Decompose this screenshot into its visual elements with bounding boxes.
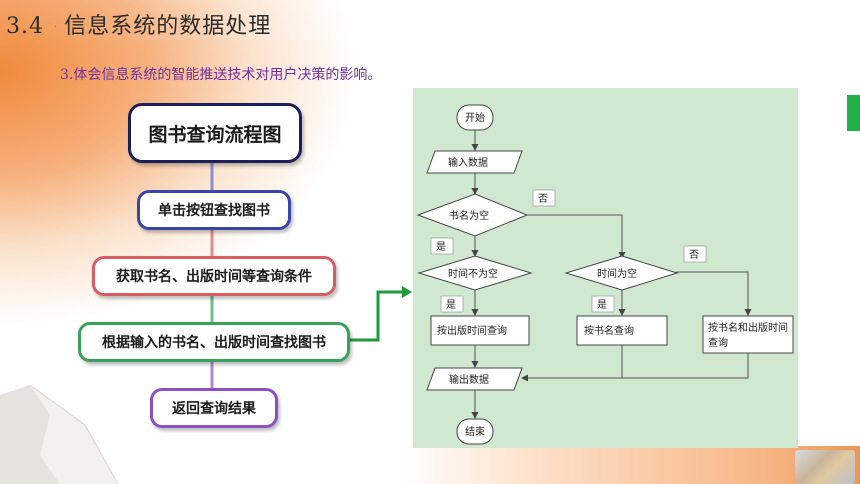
step-box-3: 根据输入的书名、出版时间查找图书 bbox=[78, 322, 350, 362]
yes-label-box-1 bbox=[430, 237, 454, 255]
no-label-1: 否 bbox=[538, 193, 548, 205]
end-label: 结束 bbox=[465, 425, 485, 438]
yes-label-3: 是 bbox=[597, 299, 607, 311]
step-box-2: 获取书名、出版时间等查询条件 bbox=[92, 256, 336, 296]
flower-image bbox=[795, 450, 855, 484]
top-band bbox=[0, 0, 860, 40]
output-label: 输出数据 bbox=[449, 373, 489, 386]
input-label: 输入数据 bbox=[448, 156, 488, 169]
flowchart-title-box: 图书查询流程图 bbox=[128, 103, 302, 163]
process-by-both-label-1: 按书名和出版时间 bbox=[708, 321, 788, 334]
process-by-both bbox=[702, 315, 794, 354]
end-terminal bbox=[456, 418, 494, 445]
no-label-2: 否 bbox=[689, 249, 699, 261]
process-by-time-label: 按出版时间查询 bbox=[437, 324, 507, 337]
process-by-name-label: 按书名查询 bbox=[584, 324, 634, 337]
decision-name-empty bbox=[416, 193, 529, 237]
green-link-arrow bbox=[345, 290, 405, 342]
step-box-4: 返回查询结果 bbox=[150, 388, 278, 428]
flowchart-title: 图书查询流程图 bbox=[148, 123, 282, 146]
yes-label-box-3 bbox=[591, 295, 615, 313]
cond-time-not-empty-label: 时间不为空 bbox=[448, 267, 498, 280]
paper-decoration bbox=[0, 385, 119, 484]
decision-time-not-empty bbox=[417, 255, 533, 291]
cond-name-empty-label: 书名为空 bbox=[449, 209, 489, 222]
no-label-box-1 bbox=[532, 189, 556, 207]
process-by-name bbox=[576, 315, 668, 346]
cond-time-empty-label: 时间为空 bbox=[597, 267, 637, 280]
process-by-both-label-2: 查询 bbox=[708, 336, 728, 349]
step-box-1: 单击按钮查找图书 bbox=[137, 190, 291, 230]
step-label-1: 单击按钮查找图书 bbox=[158, 203, 270, 219]
no-label-box-2 bbox=[683, 245, 707, 263]
step-label-4: 返回查询结果 bbox=[172, 401, 256, 417]
bottom-gradient-band bbox=[400, 446, 860, 484]
green-side-tab bbox=[847, 95, 860, 131]
section-number: 3.4 bbox=[6, 14, 44, 39]
green-arrowhead bbox=[402, 286, 412, 298]
yes-label-box-2 bbox=[440, 295, 464, 313]
yes-label-1: 是 bbox=[436, 241, 446, 253]
page-title: 3.4 · 信息系统的数据处理 bbox=[6, 8, 271, 40]
start-terminal bbox=[456, 104, 494, 131]
section-title: 信息系统的数据处理 bbox=[64, 14, 272, 39]
decision-time-empty bbox=[564, 255, 679, 291]
start-label: 开始 bbox=[465, 111, 485, 124]
step-label-2: 获取书名、出版时间等查询条件 bbox=[116, 269, 312, 285]
step-label-3: 根据输入的书名、出版时间查找图书 bbox=[102, 335, 326, 351]
yes-label-2: 是 bbox=[446, 299, 456, 311]
title-dot: · bbox=[54, 21, 59, 33]
process-by-time bbox=[430, 315, 530, 346]
output-parallelogram bbox=[426, 367, 523, 391]
subtitle-text: 3.体会信息系统的智能推送技术对用户决策的影响。 bbox=[60, 67, 382, 83]
input-parallelogram bbox=[426, 150, 523, 174]
